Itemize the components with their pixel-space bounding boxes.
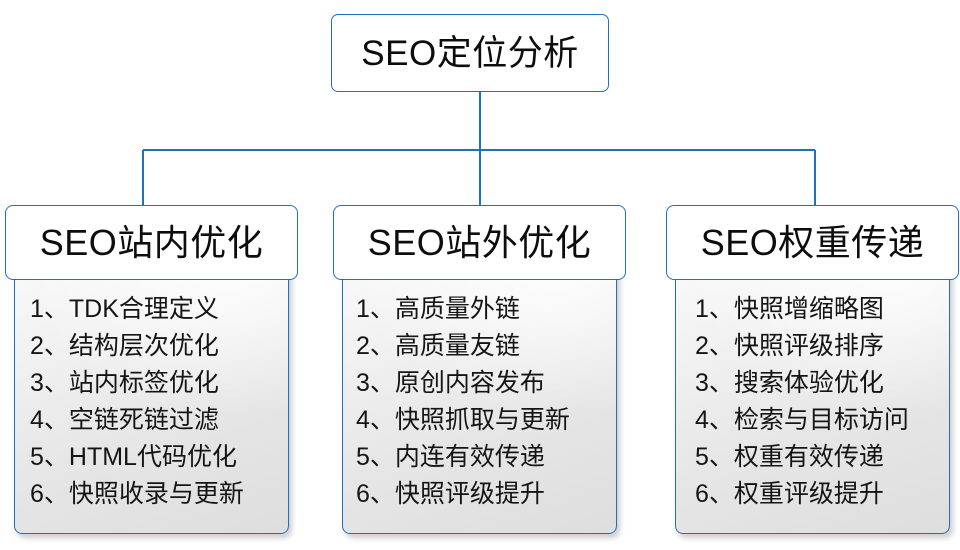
branch-2-header[interactable]: SEO站外优化 [333, 205, 626, 280]
list-item-label: 搜索体验优化 [733, 369, 884, 397]
list-item-label: 快照抓取与更新 [394, 406, 570, 434]
list-item[interactable]: 3、 原创内容发布 [342, 365, 617, 402]
branch-column-2: SEO站外优化 1、 高质量外链 2、 高质量友链 3、 原创内容发布 4、 快… [333, 205, 626, 535]
list-item-number: 6、 [695, 480, 734, 508]
list-item-label: 内连有效传递 [394, 443, 545, 471]
list-item[interactable]: 2、 快照评级排序 [675, 328, 950, 365]
list-item-number: 1、 [356, 295, 395, 323]
list-item[interactable]: 4、 空链死链过滤 [14, 402, 289, 439]
list-item-label: 快照收录与更新 [68, 480, 244, 508]
list-item[interactable]: 5、 内连有效传递 [342, 439, 617, 476]
list-item[interactable]: 4、 检索与目标访问 [675, 402, 950, 439]
list-item-label: 站内标签优化 [68, 369, 219, 397]
list-item-label: 检索与目标访问 [733, 406, 909, 434]
list-item-number: 4、 [356, 406, 395, 434]
list-item[interactable]: 3、 站内标签优化 [14, 365, 289, 402]
list-item-number: 3、 [356, 369, 395, 397]
branch-column-1: SEO站内优化 1、 TDK合理定义 2、 结构层次优化 3、 站内标签优化 4… [5, 205, 298, 535]
list-item-label: 权重评级提升 [733, 480, 884, 508]
list-item-label: HTML代码优化 [68, 443, 237, 471]
branch-2-item-list: 1、 高质量外链 2、 高质量友链 3、 原创内容发布 4、 快照抓取与更新 5… [342, 291, 617, 513]
list-item[interactable]: 1、 高质量外链 [342, 291, 617, 328]
list-item-number: 2、 [356, 332, 395, 360]
list-item-number: 2、 [695, 332, 734, 360]
branch-1-item-list: 1、 TDK合理定义 2、 结构层次优化 3、 站内标签优化 4、 空链死链过滤… [14, 291, 289, 513]
branch-3-header[interactable]: SEO权重传递 [666, 205, 959, 280]
list-item-label: 结构层次优化 [68, 332, 219, 360]
root-node[interactable]: SEO定位分析 [331, 14, 609, 92]
list-item-label: TDK合理定义 [68, 295, 219, 323]
list-item-label: 快照评级排序 [733, 332, 884, 360]
root-node-label: SEO定位分析 [361, 33, 579, 73]
list-item[interactable]: 1、 快照增缩略图 [675, 291, 950, 328]
branch-3-body-panel [675, 241, 950, 534]
list-item-number: 5、 [695, 443, 734, 471]
branch-3-header-label: SEO权重传递 [700, 221, 925, 263]
list-item-number: 1、 [695, 295, 734, 323]
list-item[interactable]: 6、 快照评级提升 [342, 476, 617, 513]
list-item-number: 6、 [30, 480, 69, 508]
list-item-label: 空链死链过滤 [68, 406, 219, 434]
list-item-number: 5、 [30, 443, 69, 471]
list-item-number: 3、 [30, 369, 69, 397]
list-item-label: 高质量外链 [394, 295, 520, 323]
list-item-label: 高质量友链 [394, 332, 520, 360]
branch-3-item-list: 1、 快照增缩略图 2、 快照评级排序 3、 搜索体验优化 4、 检索与目标访问… [675, 291, 950, 513]
list-item-number: 4、 [30, 406, 69, 434]
list-item[interactable]: 5、 HTML代码优化 [14, 439, 289, 476]
list-item[interactable]: 5、 权重有效传递 [675, 439, 950, 476]
list-item-number: 5、 [356, 443, 395, 471]
list-item-label: 快照增缩略图 [733, 295, 884, 323]
branch-1-header[interactable]: SEO站内优化 [5, 205, 298, 280]
list-item-label: 权重有效传递 [733, 443, 884, 471]
list-item-number: 1、 [30, 295, 69, 323]
branch-2-header-label: SEO站外优化 [367, 221, 592, 263]
list-item-label: 原创内容发布 [394, 369, 545, 397]
list-item[interactable]: 6、 权重评级提升 [675, 476, 950, 513]
branch-1-header-label: SEO站内优化 [39, 221, 264, 263]
branch-column-3: SEO权重传递 1、 快照增缩略图 2、 快照评级排序 3、 搜索体验优化 4、… [666, 205, 959, 535]
list-item[interactable]: 6、 快照收录与更新 [14, 476, 289, 513]
list-item[interactable]: 1、 TDK合理定义 [14, 291, 289, 328]
list-item[interactable]: 2、 高质量友链 [342, 328, 617, 365]
list-item-number: 3、 [695, 369, 734, 397]
list-item[interactable]: 2、 结构层次优化 [14, 328, 289, 365]
branch-1-body-panel [14, 241, 289, 534]
list-item-number: 2、 [30, 332, 69, 360]
list-item[interactable]: 3、 搜索体验优化 [675, 365, 950, 402]
list-item-number: 4、 [695, 406, 734, 434]
list-item-label: 快照评级提升 [394, 480, 545, 508]
list-item-number: 6、 [356, 480, 395, 508]
list-item[interactable]: 4、 快照抓取与更新 [342, 402, 617, 439]
